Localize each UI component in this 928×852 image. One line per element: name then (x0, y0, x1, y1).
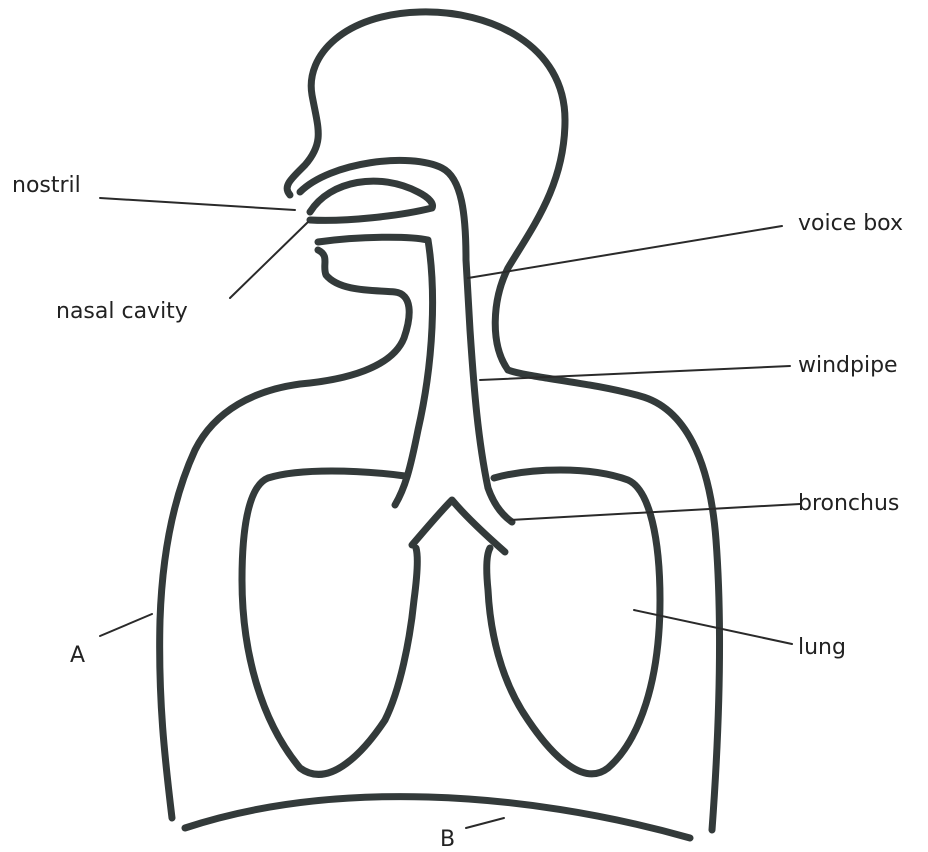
a-leader-line (100, 614, 152, 636)
label-bronchus: bronchus (798, 491, 899, 516)
label-lung: lung (798, 635, 846, 660)
label-voice-box: voice box (798, 211, 903, 236)
label-nasal-cavity: nasal cavity (56, 299, 188, 324)
b-leader-line (466, 818, 504, 828)
bronchus-leader-line (510, 504, 800, 520)
nasal-cavity-outline (310, 181, 432, 220)
nostril-leader-line (100, 198, 295, 210)
label-b: B (440, 827, 455, 852)
nasal-cavity-leader-line (230, 222, 308, 298)
mouth-outline (318, 237, 433, 505)
label-nostril: nostril (12, 173, 81, 198)
left-bronchus-outline (412, 500, 505, 552)
label-a: A (70, 643, 85, 668)
diaphragm-outline (185, 797, 690, 838)
left-lung-outline (242, 471, 417, 774)
label-windpipe: windpipe (798, 353, 898, 378)
